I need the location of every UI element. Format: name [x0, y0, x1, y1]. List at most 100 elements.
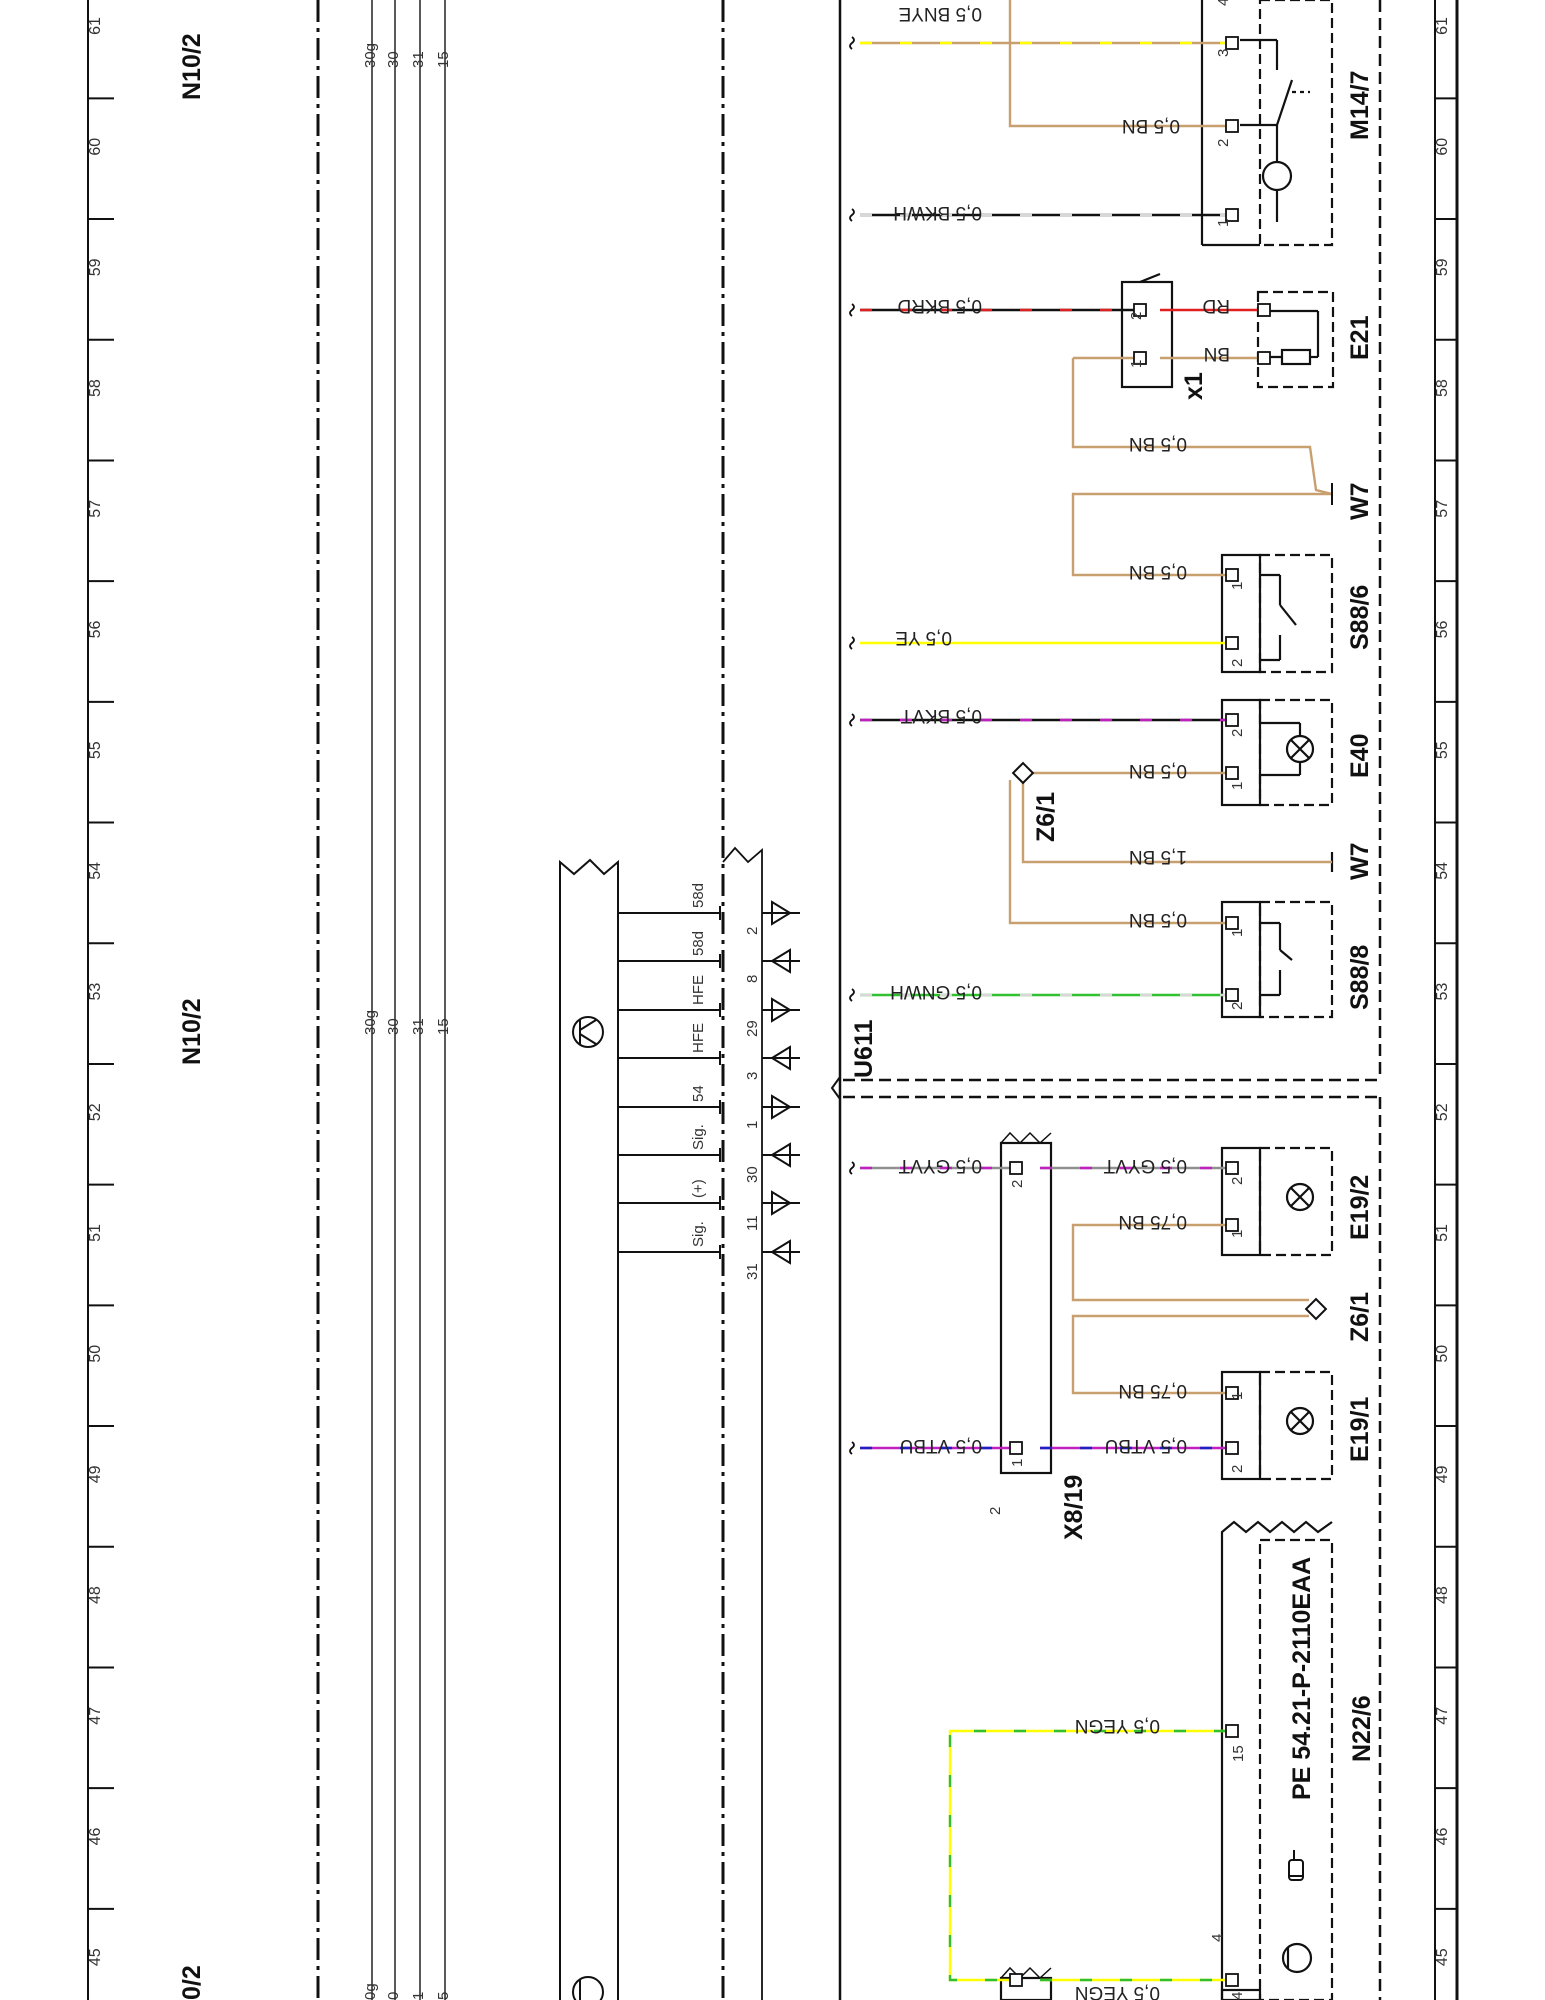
component-label-z6-1: Z6/1 — [1032, 792, 1060, 842]
pin-arrow-icon — [770, 948, 791, 974]
n10-2-pin-rows — [618, 900, 800, 1265]
hand-pointer-icon — [1288, 1850, 1304, 1881]
component-label-e19-2: E19/2 — [1346, 1175, 1374, 1240]
bus-label: 30g — [362, 1010, 379, 1035]
pin-number: 2 — [1229, 729, 1246, 737]
pin-number: 30 — [744, 1166, 761, 1183]
wire-label: 0,5 GYVT — [1103, 1155, 1187, 1176]
wires — [849, 0, 1333, 1987]
wire — [1071, 358, 1333, 496]
terminal-contact — [1257, 351, 1271, 365]
terminal-contact — [1225, 1386, 1239, 1400]
module-label-n10-2: N10/2 — [178, 33, 206, 100]
scale-number: 45 — [1434, 1948, 1451, 1966]
bus-label-group-top: 30g 30 31 15 — [362, 43, 452, 68]
pin-signal: Sig. — [690, 1124, 707, 1150]
pin-number: 1 — [1229, 782, 1246, 790]
component-label-n22-6: N22/6 — [1348, 1695, 1376, 1762]
wire-label: 0,5 BN — [1129, 760, 1187, 781]
wire-label: 0,5 BN — [1129, 909, 1187, 930]
n10-2-connector-block — [559, 846, 763, 2000]
component-label-m14-7: M14/7 — [1346, 71, 1374, 140]
wire-stripe — [948, 1729, 1226, 1982]
wire — [1071, 1314, 1309, 1395]
bus-label: 15 — [435, 51, 452, 68]
terminal-contact — [1225, 1218, 1239, 1232]
component-label-w7: W7 — [1346, 843, 1374, 881]
scale-number: 58 — [1434, 379, 1451, 397]
scale-number: 59 — [1434, 258, 1451, 276]
terminal-contact — [1225, 988, 1239, 1002]
terminal-contact — [1133, 303, 1147, 317]
pin-signal: 54 — [690, 1085, 707, 1102]
scale-number: 54 — [87, 862, 104, 880]
terminal-contact — [1225, 1441, 1239, 1455]
pin-signal: (+) — [690, 1179, 707, 1198]
terminal-contact — [1009, 1441, 1023, 1455]
scale-number: 60 — [1434, 138, 1451, 156]
wire — [1008, 780, 1226, 925]
terminal-contact — [1225, 636, 1239, 650]
pin-number: 2 — [1009, 1180, 1026, 1188]
wire-label: BN — [1204, 343, 1230, 364]
scale-number: 49 — [87, 1465, 104, 1483]
component-label-s88-6: S88/6 — [1346, 585, 1374, 650]
n10-2-bus-lines — [371, 0, 446, 2000]
module-label-u611: U611 — [850, 1020, 878, 1078]
component-label-e19-1: E19/1 — [1346, 1397, 1374, 1462]
scale-number: 53 — [1434, 983, 1451, 1001]
wire-label: 1,5 BN — [1129, 846, 1187, 867]
scale-number: 50 — [1434, 1345, 1451, 1363]
wire-label: 0,75 BN — [1118, 1380, 1187, 1401]
scale-number: 50 — [87, 1345, 104, 1363]
pin-number: 1 — [1229, 1230, 1246, 1238]
scale-number: 51 — [1434, 1224, 1451, 1242]
wire-end-icon — [849, 713, 855, 727]
terminal-contact — [1225, 568, 1239, 582]
bus-label: 31 — [410, 51, 427, 68]
wire-end-icon — [849, 303, 855, 317]
wire — [1071, 1223, 1309, 1302]
pin-number: 3 — [1215, 49, 1232, 57]
pin-number: 2 — [1229, 1465, 1246, 1473]
pin-signal: HFE — [690, 975, 707, 1005]
scale-number: 48 — [87, 1586, 104, 1604]
scale-number: 55 — [87, 741, 104, 759]
scale-number: 61 — [87, 17, 104, 35]
pin-number: 2 — [1229, 1002, 1246, 1010]
bus-label: 0 — [385, 1992, 402, 2000]
terminal-contact — [1225, 1724, 1239, 1738]
scale-number: 52 — [1434, 1103, 1451, 1121]
pin-number: 2 — [1128, 312, 1145, 320]
terminal-contact — [1225, 36, 1239, 50]
wire-label: 0,5 BKWH — [893, 202, 982, 223]
scale-number: 53 — [87, 983, 104, 1001]
pin-number: 3 — [744, 1072, 761, 1080]
scale-number: 48 — [1434, 1586, 1451, 1604]
pin-arrow-icon — [770, 1239, 791, 1265]
wire-label: 0,5 GNWH — [890, 981, 982, 1002]
pin-number: 29 — [744, 1020, 761, 1037]
terminal-contact — [1225, 713, 1239, 727]
pin-arrow-icon — [770, 1142, 791, 1168]
wire-end-icon — [849, 988, 855, 1002]
pin-number: 1 — [744, 1121, 761, 1129]
pin-signal: 58d — [690, 883, 707, 908]
component-label-w7: W7 — [1346, 483, 1374, 521]
wire-label: RD — [1203, 295, 1230, 316]
pin-number: 2 — [1229, 1177, 1246, 1185]
wire-label: 0,5 BNYE — [899, 3, 982, 24]
wire-label: 0,5 BKVT — [900, 705, 982, 726]
wire-end-icon — [849, 1161, 855, 1175]
wire-end-icon — [849, 636, 855, 650]
component-pin-numbers: 4 3 2 1 2 1 1 2 2 1 1 2 2 1 1 2 2 1 2 15… — [987, 0, 1247, 2000]
bus-label-group-bottom: 0g 0 1 5 — [362, 1983, 452, 2000]
n10-2-pin-labels: 58d 58d HFE HFE 54 Sig. (+) Sig. 2 8 29 … — [690, 883, 761, 1280]
pin-number: 2 — [1215, 139, 1232, 147]
pin-number: 4 — [1209, 1934, 1226, 1942]
scale-number: 46 — [1434, 1828, 1451, 1846]
terminal-contact — [1133, 351, 1147, 365]
wire-label: 0,5 GYVT — [898, 1155, 982, 1176]
